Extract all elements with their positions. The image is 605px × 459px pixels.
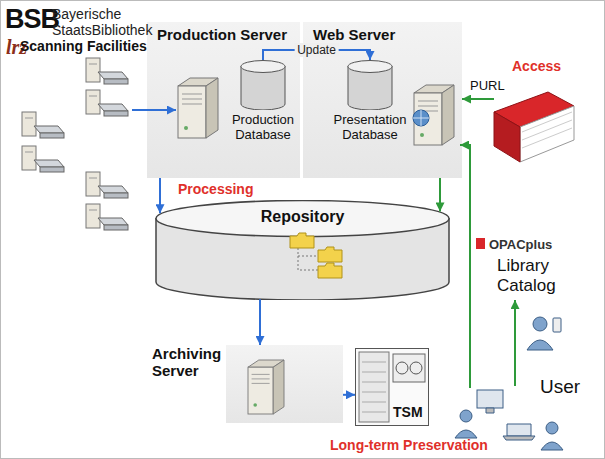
flow-arrow — [343, 394, 355, 396]
logo-text: BSB — [5, 4, 59, 35]
logo-name: Bayerische StaatsBibliothek — [52, 6, 170, 38]
server-panel — [226, 345, 343, 423]
cylinder-top — [241, 61, 285, 73]
server-heading: Archiving Server — [152, 345, 226, 379]
cylinder-top — [156, 201, 449, 237]
repository-label: Repository — [155, 208, 450, 226]
flow-arrow — [259, 299, 261, 345]
database-label: Production Database — [227, 112, 299, 142]
cylinder-top — [348, 61, 392, 73]
book-icon — [494, 92, 574, 162]
stage-label: Processing — [178, 181, 253, 197]
repository-cylinder: Repository — [155, 200, 450, 300]
database-label: Presentation Database — [328, 112, 412, 142]
panel-heading: Production Server — [157, 26, 297, 43]
server-panel: Production ServerProduction Database — [147, 22, 300, 178]
group-heading: Scanning Facilities — [20, 38, 147, 54]
panel-heading: Web Server — [313, 26, 453, 43]
stage-label: Long-term Preservation — [330, 437, 488, 453]
archiving-server: Archiving Server — [152, 345, 343, 423]
link-label: PURL — [470, 78, 505, 93]
logo-text: OPACplus — [489, 237, 552, 252]
tape-label: TSM — [393, 404, 427, 420]
database-cylinder: Presentation Database — [328, 60, 412, 158]
cylinder-shape — [328, 60, 412, 110]
flow-arrow — [159, 178, 161, 213]
cylinder-shape — [227, 60, 299, 110]
tape-library: TSM — [355, 348, 429, 426]
user-label: User — [540, 376, 580, 398]
flow-arrow — [439, 178, 441, 211]
repository-folders — [290, 233, 342, 278]
catalog-label: Library Catalog — [497, 256, 577, 296]
database-cylinder: Production Database — [227, 60, 299, 158]
edge-label: Update — [294, 43, 339, 57]
stage-label: Access — [512, 58, 561, 74]
